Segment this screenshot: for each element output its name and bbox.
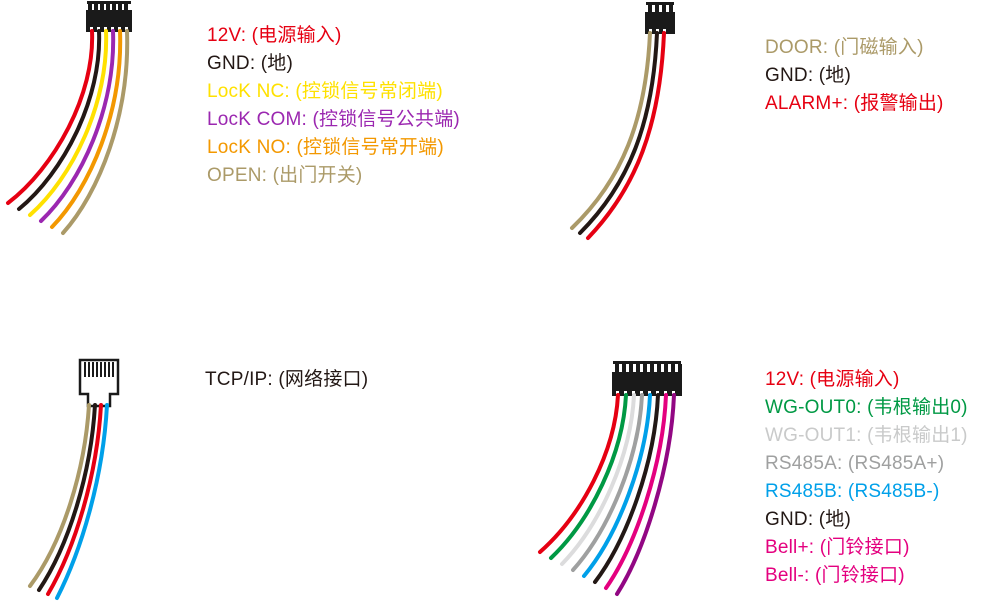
wire-bell-plus	[604, 393, 668, 590]
label-gnd: GND: (地)	[765, 509, 852, 530]
label-tcp-ip: TCP/IP: (网络接口)	[205, 369, 369, 390]
connector-6pin-teeth	[88, 3, 128, 11]
label-gnd: GND: (地)	[765, 65, 852, 86]
label-open: OPEN: (出门开关)	[207, 165, 363, 186]
label-12v: 12V: (电源输入)	[207, 25, 342, 46]
wire-bundle-top-left	[6, 29, 130, 235]
wire-wg-out1	[560, 393, 636, 566]
wire-rs485b	[582, 393, 652, 578]
wire-door	[570, 31, 652, 230]
wire-tcp-1	[28, 403, 91, 588]
label-lock-nc: LocK NC: (控锁信号常闭端)	[207, 81, 443, 102]
connector-3pin	[645, 2, 675, 34]
wire-lock-no	[50, 29, 123, 229]
wire-open	[61, 29, 130, 235]
wire-lock-com	[39, 29, 116, 223]
wire-rs485a	[571, 393, 644, 572]
wire-12v	[6, 29, 95, 205]
connector-6pin	[86, 1, 132, 32]
label-gnd: GND: (地)	[207, 53, 294, 74]
wire-wg-out0	[549, 393, 628, 560]
label-block-bottom-right: 12V: (电源输入) WG-OUT0: (韦根输出0) WG-OUT1: (韦…	[765, 366, 968, 590]
label-block-top-left: 12V: (电源输入) GND: (地) LocK NC: (控锁信号常闭端) …	[207, 22, 460, 190]
wire-bundle-bottom-right	[538, 393, 676, 596]
label-lock-com: LocK COM: (控锁信号公共端)	[207, 109, 460, 130]
wire-bundle-bottom-left	[28, 403, 109, 600]
wire-tcp-3	[46, 403, 103, 596]
wire-bell-minus	[615, 393, 676, 596]
label-wg-out0: WG-OUT0: (韦根输出0)	[765, 397, 968, 418]
label-12v: 12V: (电源输入)	[765, 369, 900, 390]
label-block-bottom-left: TCP/IP: (网络接口)	[205, 366, 368, 394]
connector-8pin-teeth	[615, 364, 682, 372]
wire-gnd	[593, 393, 660, 584]
wire-gnd	[578, 31, 659, 235]
label-rs485b: RS485B: (RS485B-)	[765, 481, 940, 502]
label-alarm-plus: ALARM+: (报警输出)	[765, 93, 944, 114]
label-door: DOOR: (门磁输入)	[765, 37, 924, 58]
wire-gnd	[17, 29, 102, 211]
wire-tcp-4	[55, 403, 109, 600]
wire-alarm-plus	[586, 31, 666, 240]
connector-8pin	[612, 361, 682, 396]
connector-3pin-teeth	[648, 4, 673, 12]
label-bell-minus: Bell-: (门铃接口)	[765, 565, 905, 586]
wire-bundle-top-right	[570, 31, 666, 240]
label-bell-plus: Bell+: (门铃接口)	[765, 537, 910, 558]
label-lock-no: LocK NO: (控锁信号常开端)	[207, 137, 444, 158]
wire-tcp-2	[37, 403, 97, 592]
label-wg-out1: WG-OUT1: (韦根输出1)	[765, 425, 968, 446]
connector-rj45	[78, 358, 120, 408]
wire-12v	[538, 393, 620, 554]
label-rs485a: RS485A: (RS485A+)	[765, 453, 945, 474]
label-block-top-right: DOOR: (门磁输入) GND: (地) ALARM+: (报警输出)	[765, 34, 944, 118]
rj45-contacts	[84, 362, 114, 377]
wire-lock-nc	[28, 29, 109, 217]
